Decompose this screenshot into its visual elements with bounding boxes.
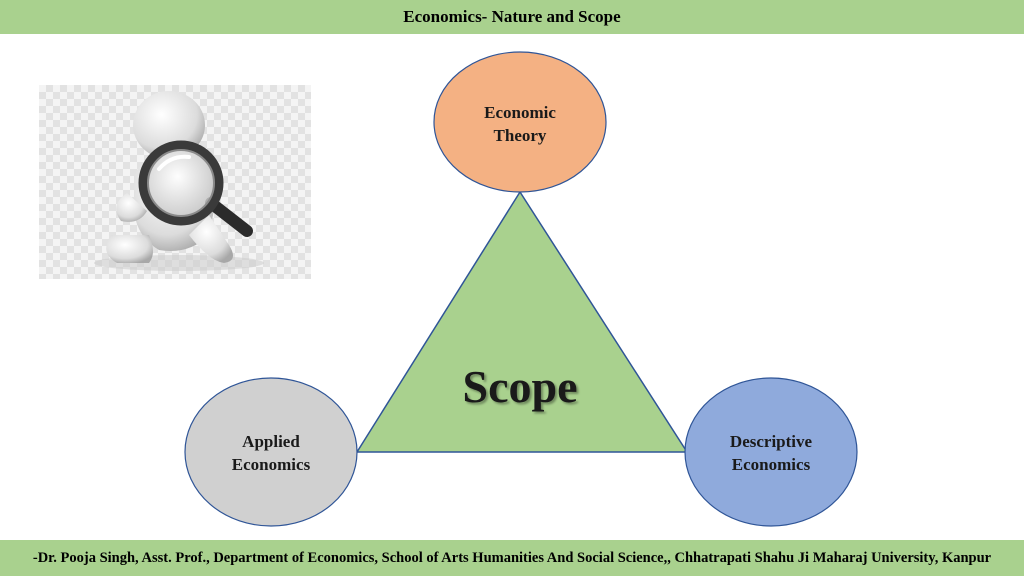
footer-credit: -Dr. Pooja Singh, Asst. Prof., Departmen… <box>32 549 992 566</box>
scope-center-label: Scope <box>462 361 578 412</box>
economic-theory-label: Economic Theory <box>450 101 590 147</box>
descriptive-economics-circle <box>684 377 858 527</box>
footer-bar: -Dr. Pooja Singh, Asst. Prof., Departmen… <box>0 540 1024 576</box>
magnifier-person-image <box>39 85 311 279</box>
slide-title: Economics- Nature and Scope <box>403 7 621 26</box>
descriptive-economics-line2: Economics <box>731 455 811 474</box>
economic-theory-line1: Economic <box>484 103 556 122</box>
applied-economics-line1: Applied <box>242 432 300 451</box>
slide-title-bar: Economics- Nature and Scope <box>0 0 1024 34</box>
descriptive-economics-line1: Descriptive <box>729 432 813 451</box>
applied-economics-label: Applied Economics <box>201 430 341 476</box>
economic-theory-circle <box>433 51 607 193</box>
applied-economics-line2: Economics <box>231 455 311 474</box>
magnifying-glass-person-icon <box>94 91 264 271</box>
applied-economics-circle <box>184 377 358 527</box>
economic-theory-line2: Theory <box>493 126 547 145</box>
descriptive-economics-label: Descriptive Economics <box>701 430 841 476</box>
scope-triangle <box>355 190 689 453</box>
